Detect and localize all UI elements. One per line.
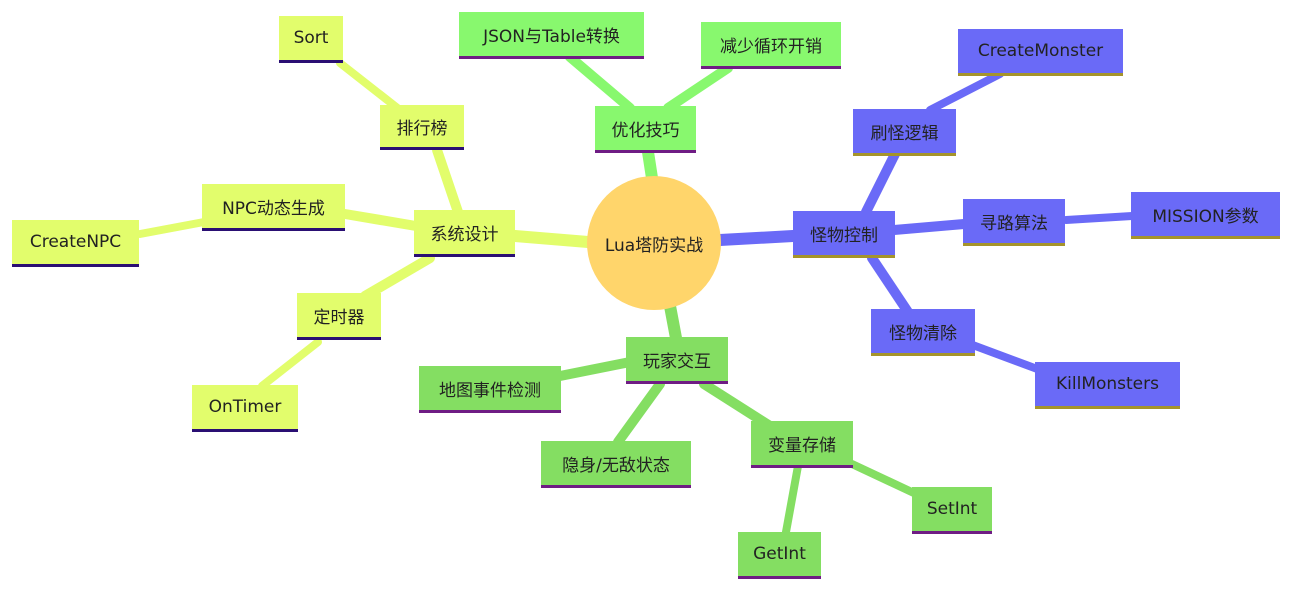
edge-monster-spawn bbox=[861, 147, 901, 217]
node-npc-generation-label: NPC动态生成 bbox=[222, 198, 325, 219]
node-ontimer[interactable]: OnTimer bbox=[192, 385, 298, 432]
node-createnpc[interactable]: CreateNPC bbox=[12, 220, 139, 267]
node-pathfinding-label: 寻路算法 bbox=[980, 213, 1048, 234]
node-variable-storage-label: 变量存储 bbox=[768, 435, 836, 456]
edge-timer-ontimer bbox=[258, 338, 322, 390]
node-ranking[interactable]: 排行榜 bbox=[380, 105, 464, 150]
edge-spawn-createmonster bbox=[926, 70, 1004, 114]
edge-monster-clear bbox=[867, 253, 913, 317]
node-sort-label: Sort bbox=[293, 28, 329, 48]
node-setint[interactable]: SetInt bbox=[912, 487, 992, 534]
node-reduce-loop[interactable]: 减少循环开销 bbox=[701, 22, 841, 69]
node-monster-clear[interactable]: 怪物清除 bbox=[871, 309, 975, 356]
edge-optimize-json bbox=[565, 52, 635, 113]
node-spawn-logic-label: 刷怪逻辑 bbox=[870, 123, 939, 144]
node-variable-storage[interactable]: 变量存储 bbox=[751, 421, 853, 468]
node-optimize-label: 优化技巧 bbox=[611, 120, 680, 141]
edge-path-mission bbox=[1062, 212, 1136, 224]
node-killmonsters[interactable]: KillMonsters bbox=[1035, 362, 1180, 409]
edge-player-mapevent bbox=[555, 357, 635, 381]
node-mission-param-label: MISSION参数 bbox=[1152, 206, 1259, 227]
node-createmonster-label: CreateMonster bbox=[977, 41, 1104, 61]
root-node[interactable]: Lua塔防实战 bbox=[587, 176, 721, 310]
node-stealth-label: 隐身/无敌状态 bbox=[562, 455, 670, 476]
edge-root-player bbox=[664, 300, 682, 344]
node-system-design-label: 系统设计 bbox=[430, 224, 499, 245]
node-sort[interactable]: Sort bbox=[279, 16, 343, 63]
node-monster-clear-label: 怪物清除 bbox=[889, 323, 957, 344]
edge-root-optimize bbox=[642, 146, 658, 184]
node-timer[interactable]: 定时器 bbox=[297, 293, 381, 340]
node-spawn-logic[interactable]: 刷怪逻辑 bbox=[853, 109, 956, 156]
edge-ranking-sort bbox=[336, 59, 404, 114]
node-json-table[interactable]: JSON与Table转换 bbox=[459, 12, 644, 59]
node-createmonster[interactable]: CreateMonster bbox=[958, 29, 1123, 76]
node-mission-param[interactable]: MISSION参数 bbox=[1131, 192, 1280, 239]
edge-system-ranking bbox=[432, 145, 463, 217]
edge-root-monster bbox=[714, 230, 799, 246]
node-timer-label: 定时器 bbox=[313, 307, 365, 328]
edge-npc-createnpc bbox=[136, 218, 208, 238]
edge-system-timer bbox=[360, 253, 435, 301]
edge-root-system bbox=[509, 230, 594, 248]
node-map-event[interactable]: 地图事件检测 bbox=[419, 366, 561, 413]
node-killmonsters-label: KillMonsters bbox=[1056, 374, 1159, 394]
node-player-interaction[interactable]: 玩家交互 bbox=[626, 337, 728, 384]
node-monster-control[interactable]: 怪物控制 bbox=[793, 211, 895, 258]
node-createnpc-label: CreateNPC bbox=[29, 232, 122, 252]
root-label: Lua塔防实战 bbox=[604, 235, 704, 256]
edge-monster-path bbox=[889, 219, 969, 235]
node-monster-control-label: 怪物控制 bbox=[810, 225, 878, 246]
edge-clear-kill bbox=[966, 340, 1044, 374]
edge-player-stealth bbox=[613, 379, 665, 447]
node-getint-label: GetInt bbox=[753, 544, 806, 564]
node-reduce-loop-label: 减少循环开销 bbox=[720, 36, 822, 57]
node-ontimer-label: OnTimer bbox=[208, 397, 282, 417]
node-system-design[interactable]: 系统设计 bbox=[414, 210, 515, 257]
node-json-table-label: JSON与Table转换 bbox=[483, 26, 620, 47]
node-stealth[interactable]: 隐身/无敌状态 bbox=[541, 441, 691, 488]
node-map-event-label: 地图事件检测 bbox=[439, 380, 541, 401]
node-player-interaction-label: 玩家交互 bbox=[643, 351, 711, 372]
node-ranking-label: 排行榜 bbox=[396, 118, 448, 139]
node-getint[interactable]: GetInt bbox=[738, 532, 821, 579]
edge-player-vars bbox=[699, 379, 775, 431]
node-setint-label: SetInt bbox=[926, 499, 978, 519]
edge-vars-setint bbox=[848, 460, 920, 498]
node-optimize[interactable]: 优化技巧 bbox=[595, 106, 696, 153]
node-npc-generation[interactable]: NPC动态生成 bbox=[202, 184, 345, 231]
node-pathfinding[interactable]: 寻路算法 bbox=[963, 199, 1065, 246]
edge-optimize-loop bbox=[663, 63, 733, 113]
edge-vars-getint bbox=[782, 462, 802, 536]
edge-system-npc bbox=[340, 209, 421, 231]
